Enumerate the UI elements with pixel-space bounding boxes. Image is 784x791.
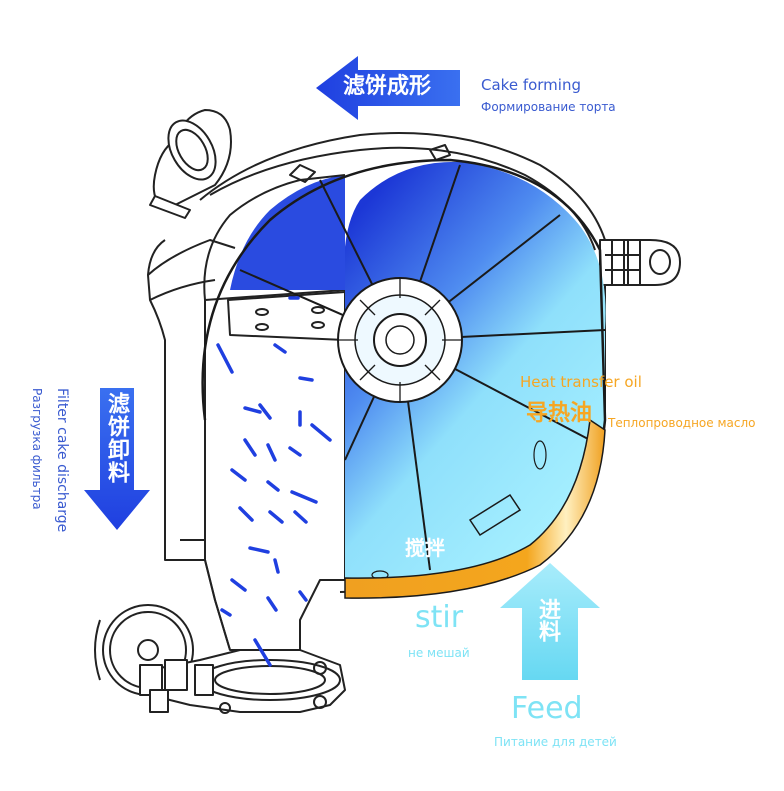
cake-forming-cn-label: 滤饼成形 — [343, 74, 432, 99]
filter-drum — [201, 158, 607, 590]
arrow-left-icon — [316, 56, 460, 120]
stir-cn-label: 搅拌 — [405, 536, 445, 560]
oil-en-label: Heat transfer oil — [520, 373, 642, 391]
feed-ru-label: Питание для детей — [494, 735, 617, 749]
oil-cn-label: 导热油 — [526, 401, 593, 426]
feed-cn-label: 进料 — [535, 598, 560, 642]
filter-cake-particles — [216, 296, 332, 667]
stir-ru-label: не мешай — [408, 646, 470, 660]
discharge-ru-label: Разгрузка фильтра — [30, 388, 44, 510]
arrow-up-icon — [500, 563, 600, 680]
oil-jacket — [344, 418, 606, 599]
feed-en-label: Feed — [511, 691, 583, 726]
cake-forming-en-label: Cake forming — [481, 76, 581, 94]
arrow-down-icon — [84, 388, 150, 530]
stir-en-label: stir — [415, 600, 464, 635]
oil-ru-label: Теплопроводное масло — [608, 416, 756, 430]
discharge-cn-label: 滤饼卸料 — [104, 392, 129, 484]
discharge-en-label: Filter cake discharge — [54, 388, 70, 533]
cake-forming-ru-label: Формирование торта — [481, 100, 616, 114]
